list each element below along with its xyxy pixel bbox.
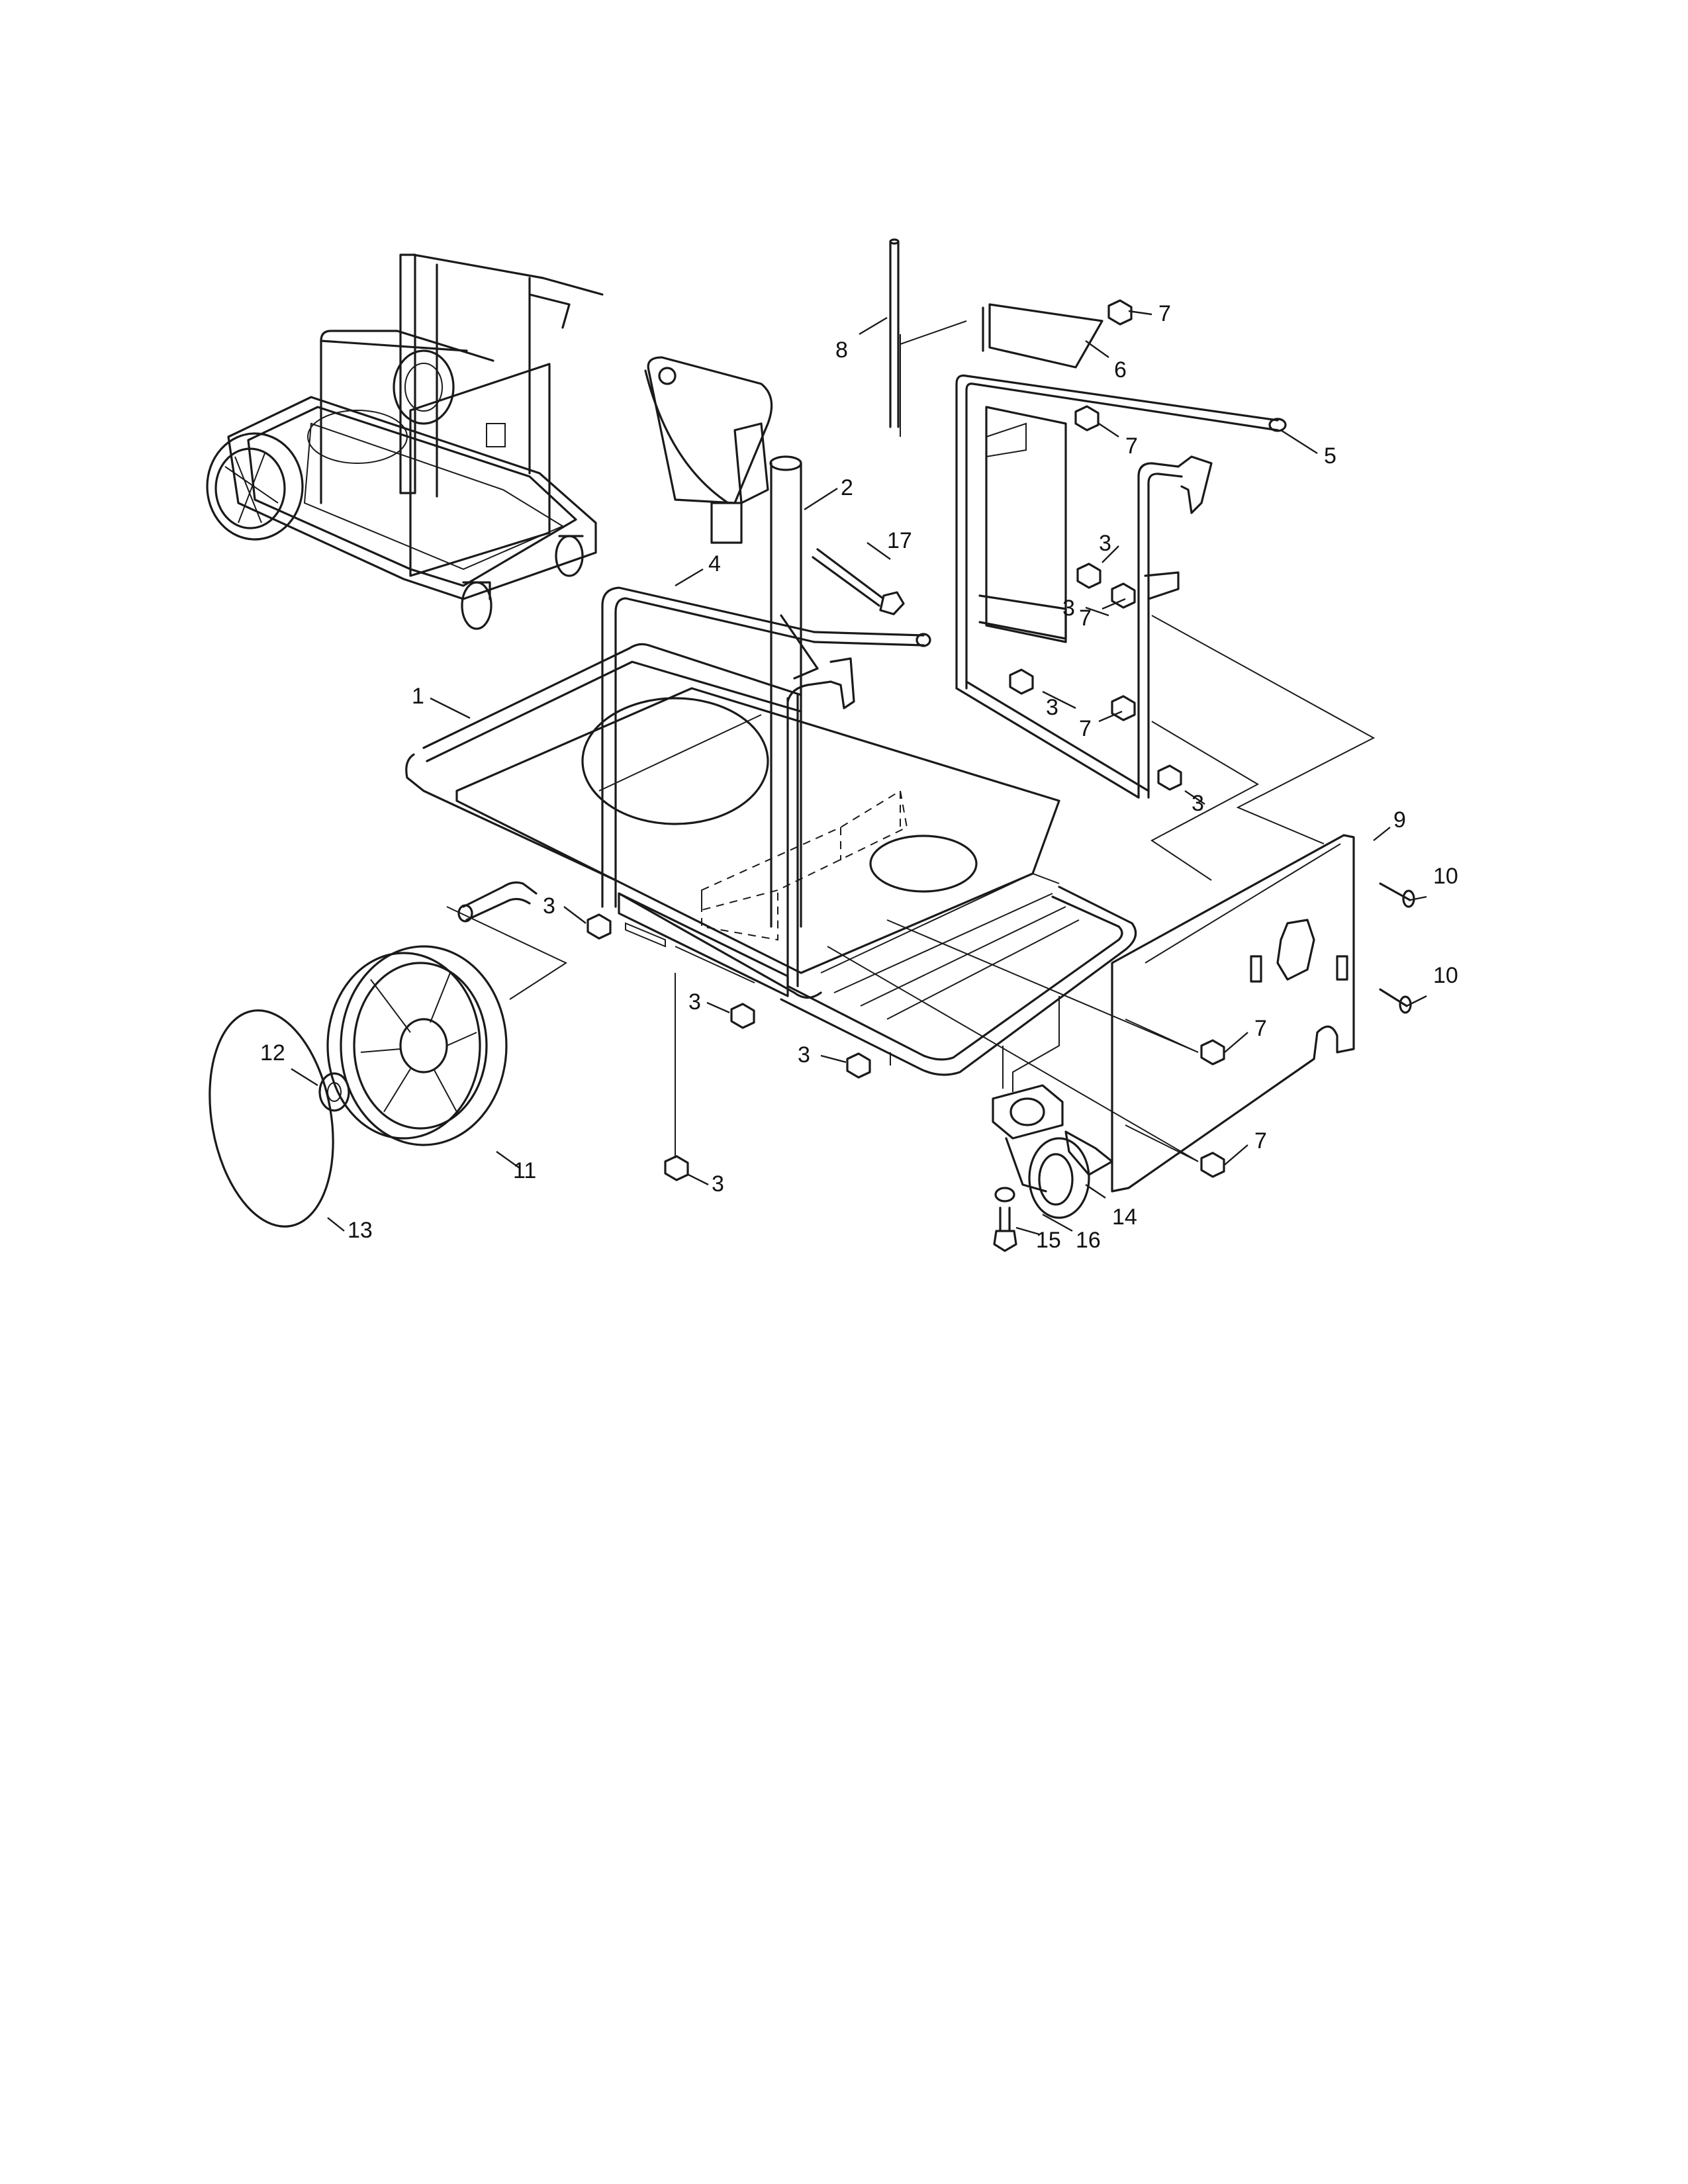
nuts xyxy=(586,299,1225,1181)
callout-3: 3 xyxy=(1062,596,1075,621)
part-6-bracket xyxy=(982,303,1103,369)
callout-4: 4 xyxy=(708,551,721,576)
part-13-hubcap xyxy=(209,1009,334,1228)
part-14-caster xyxy=(992,1084,1113,1219)
callout-7: 7 xyxy=(1079,606,1092,631)
callout-10: 10 xyxy=(1433,864,1458,889)
assembly-guide-lines xyxy=(446,615,1376,1162)
callout-17: 17 xyxy=(887,528,912,553)
part-11-wheel xyxy=(326,945,508,1146)
callout-6: 6 xyxy=(1114,357,1127,383)
callout-3: 3 xyxy=(712,1171,724,1197)
callout-7: 7 xyxy=(1125,433,1138,459)
part-1-base-frame xyxy=(405,643,1137,1076)
part-8-rod xyxy=(889,238,967,437)
callout-3: 3 xyxy=(1192,791,1204,816)
callout-3: 3 xyxy=(798,1042,810,1068)
part-15-bolt xyxy=(993,1206,1017,1252)
callout-13: 13 xyxy=(348,1218,373,1243)
callout-7: 7 xyxy=(1254,1016,1267,1041)
assembled-cart-view xyxy=(206,253,604,630)
part-5-rear-frame xyxy=(955,374,1287,799)
callout-12: 12 xyxy=(260,1040,285,1066)
part-10-screws xyxy=(1379,882,1415,1014)
part-12-washer xyxy=(318,1072,350,1112)
callout-7: 7 xyxy=(1079,716,1092,741)
callout-11: 11 xyxy=(513,1158,536,1183)
callout-5: 5 xyxy=(1324,443,1336,469)
callout-leaders xyxy=(291,310,1427,1236)
callout-16: 16 xyxy=(1076,1228,1101,1253)
callout-1: 1 xyxy=(412,684,424,709)
callout-3: 3 xyxy=(1046,695,1058,720)
callout-3: 3 xyxy=(1099,531,1111,556)
callout-labels: 1 2 3 3 3 3 3 3 3 3 4 5 6 7 7 7 7 7 7 8 … xyxy=(260,301,1458,1253)
part-16-washer xyxy=(994,1187,1015,1203)
callout-2: 2 xyxy=(841,475,853,500)
callout-3: 3 xyxy=(543,893,555,919)
callout-10: 10 xyxy=(1433,963,1458,988)
part-17-bolt xyxy=(812,548,905,615)
callout-14: 14 xyxy=(1112,1205,1137,1230)
callout-15: 15 xyxy=(1036,1228,1061,1253)
callout-7: 7 xyxy=(1158,301,1171,326)
cylinder-tray xyxy=(644,356,773,544)
part-9-rear-panel xyxy=(1111,834,1355,1193)
callout-9: 9 xyxy=(1393,807,1406,833)
callout-7: 7 xyxy=(1254,1128,1267,1154)
callout-3: 3 xyxy=(688,989,701,1015)
part-4-front-handle xyxy=(601,586,931,987)
callout-8: 8 xyxy=(835,338,848,363)
